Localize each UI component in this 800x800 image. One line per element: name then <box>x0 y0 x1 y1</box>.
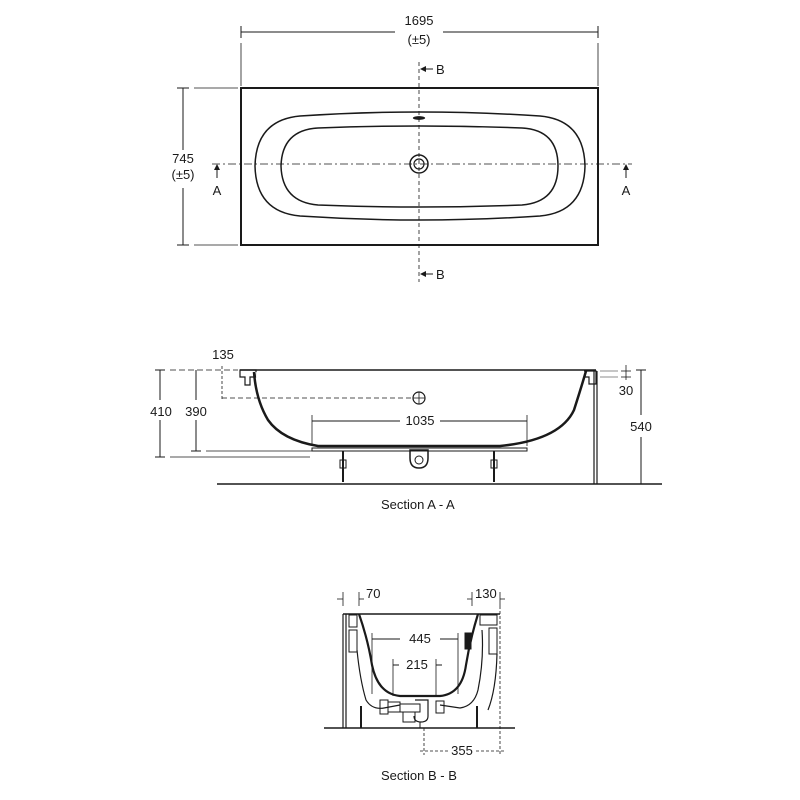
section-aa <box>155 365 662 485</box>
section-aa-title: Section A - A <box>381 497 455 512</box>
section-bb <box>324 592 515 755</box>
dim-inner-depth: 390 <box>185 404 207 419</box>
dim-overall-length-tolerance: (±5) <box>407 32 431 47</box>
dim-floor-length: 1035 <box>405 413 435 428</box>
section-bb-title: Section B - B <box>381 768 457 783</box>
section-marker-a-left: A <box>212 183 222 198</box>
dim-overall-length: 1695 <box>404 13 434 28</box>
dim-total-height: 540 <box>630 419 652 434</box>
bath-outline <box>240 87 599 246</box>
section-marker-a-right: A <box>621 183 631 198</box>
section-marker-b-bottom: B <box>436 267 445 282</box>
dim-left-rim: 70 <box>366 586 381 601</box>
dim-rim-offset: 135 <box>212 347 234 362</box>
dim-right-rim: 130 <box>475 586 497 601</box>
dim-outer-height: 410 <box>150 404 172 419</box>
plan-view <box>177 26 632 282</box>
dim-floor-width: 445 <box>409 631 431 646</box>
bath-rim-inner <box>254 111 586 221</box>
dim-waste-offset: 355 <box>451 743 473 758</box>
dim-waste-width: 215 <box>406 657 428 672</box>
dim-rim-thickness: 30 <box>618 383 634 398</box>
section-marker-b-top: B <box>436 62 445 77</box>
dim-overall-width: 745 <box>172 151 194 166</box>
bath-floor <box>280 125 559 208</box>
dim-overall-width-tolerance: (±5) <box>171 167 195 182</box>
